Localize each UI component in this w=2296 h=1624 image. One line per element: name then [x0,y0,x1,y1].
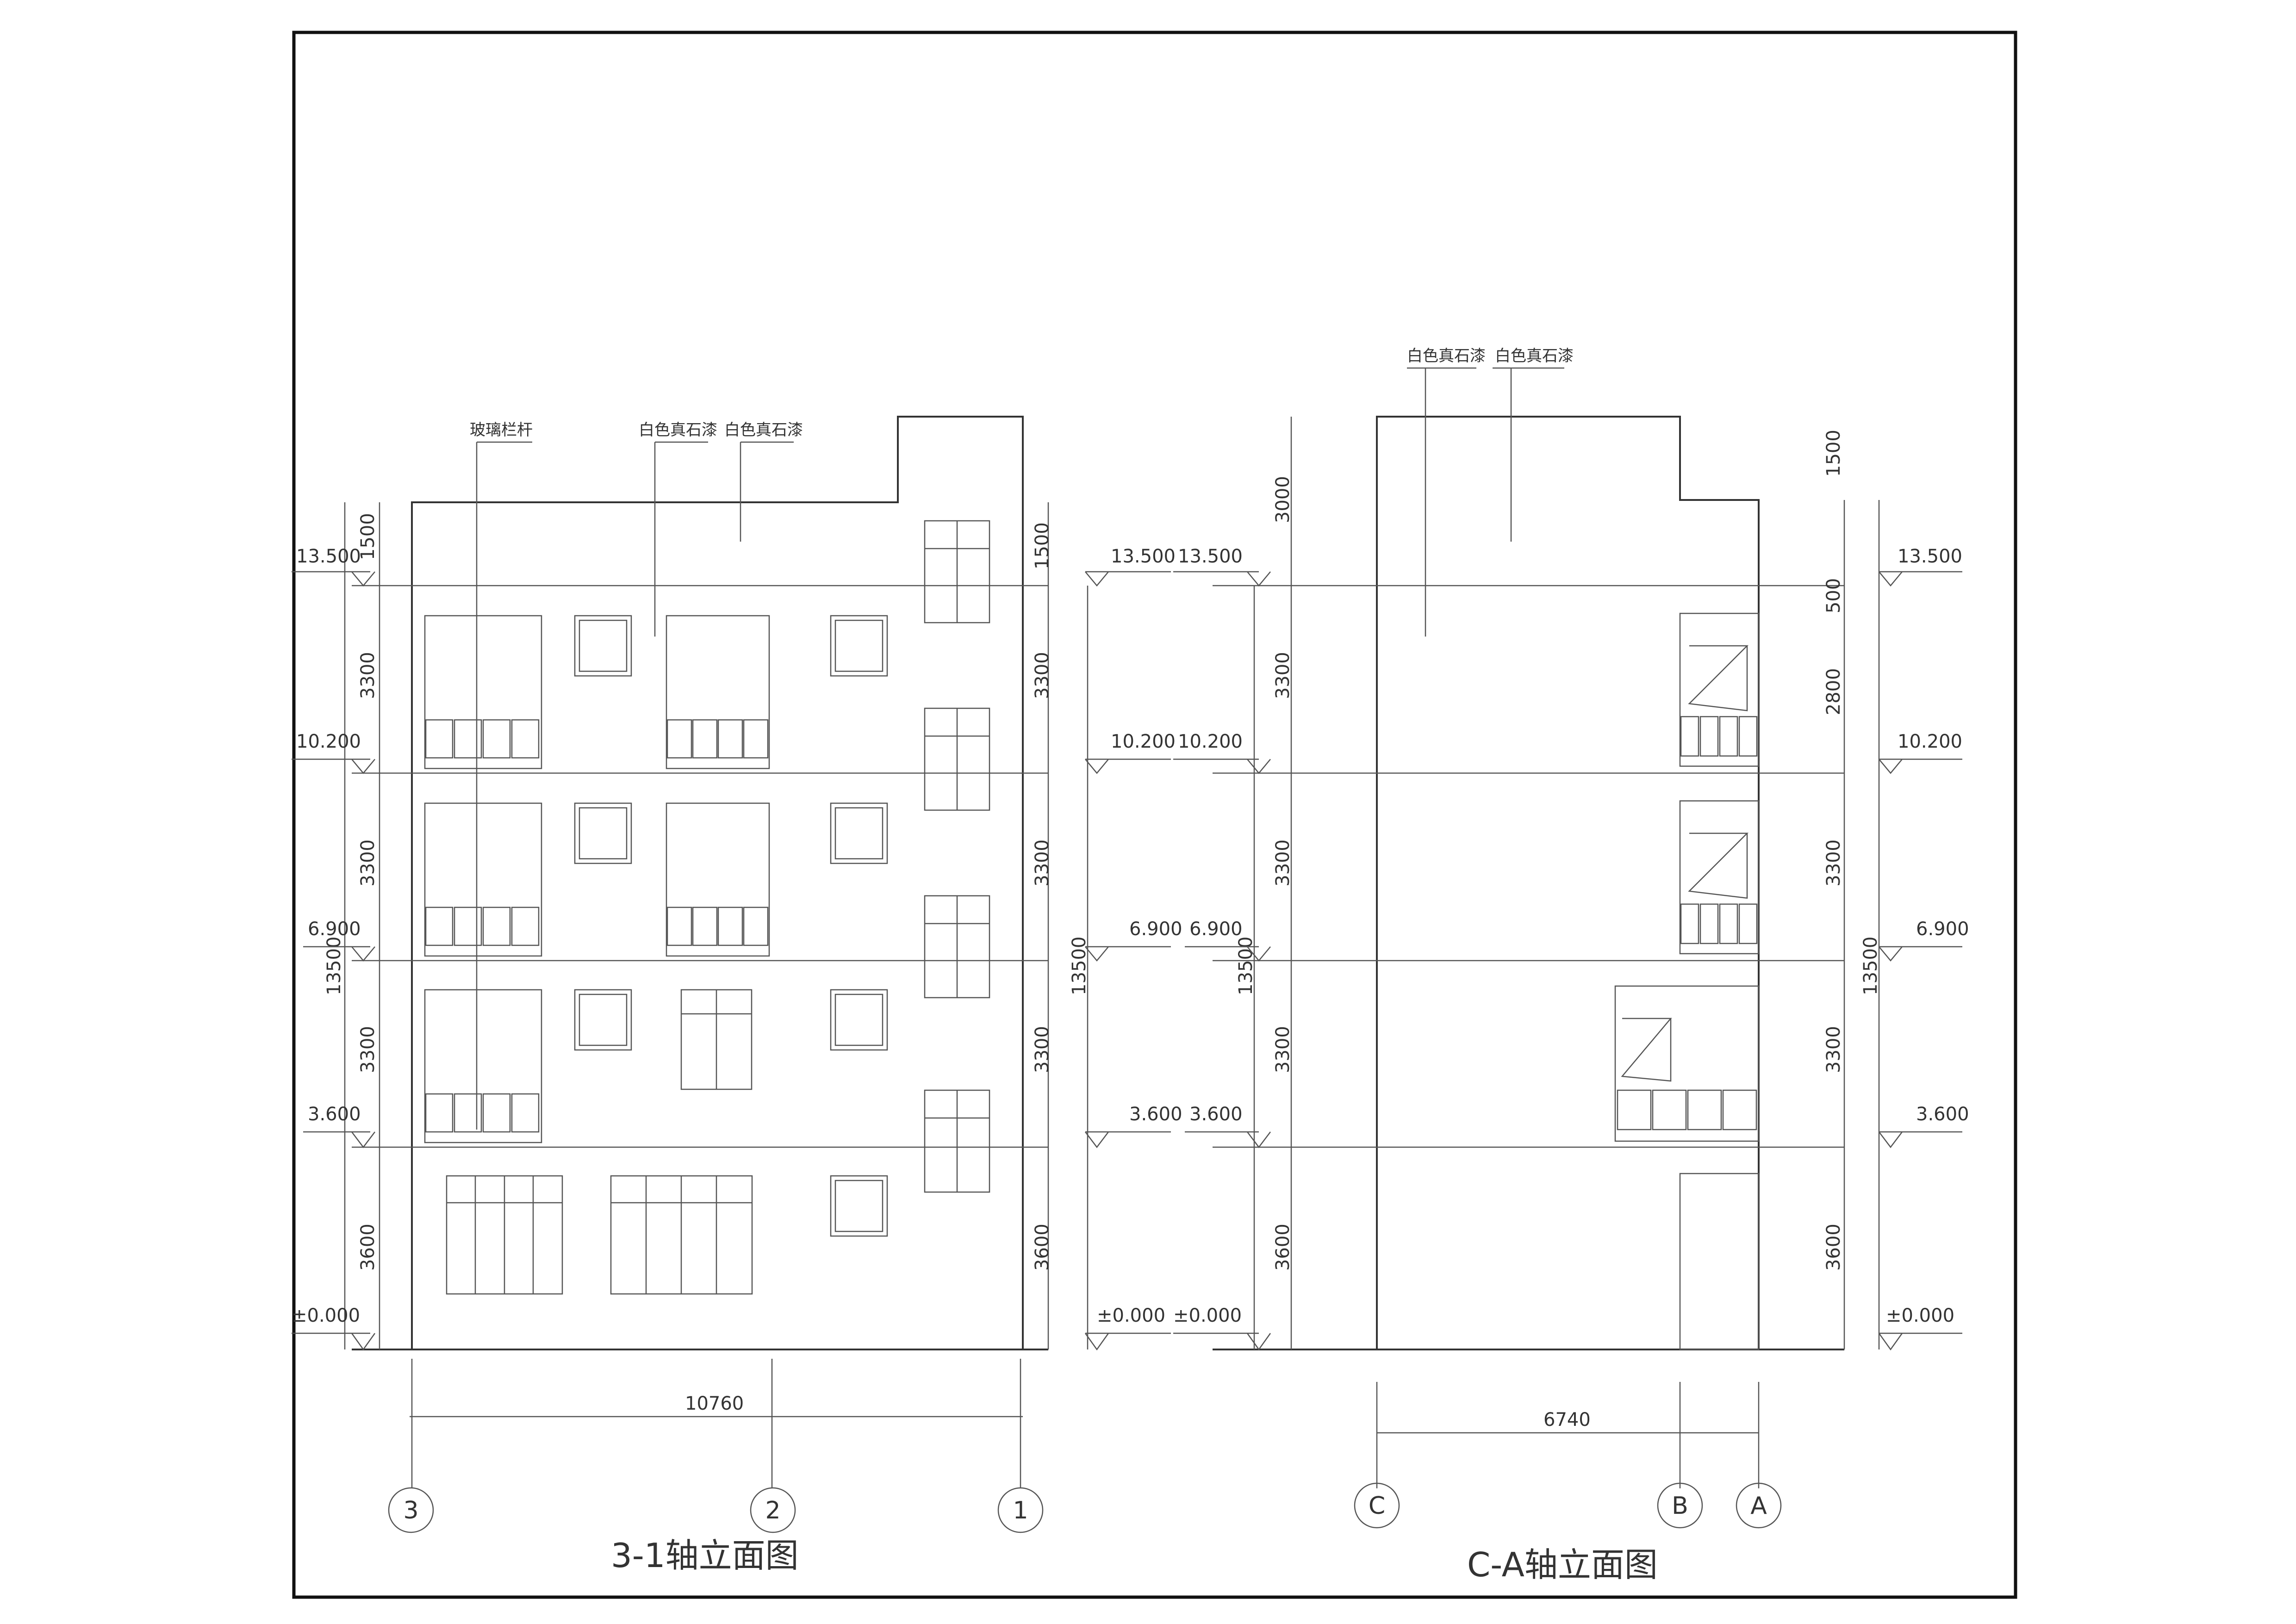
svg-text:±0.000: ±0.000 [1173,1305,1242,1326]
svg-text:3300: 3300 [1272,652,1294,699]
svg-text:10.200: 10.200 [1111,731,1176,752]
svg-text:3300: 3300 [1823,1026,1844,1073]
material-label: 白色真石漆 [639,421,717,439]
svg-text:3300: 3300 [357,1026,379,1073]
balcony-left-column [424,615,542,1143]
svg-text:B: B [1672,1492,1688,1520]
dim-text-right: 1500 500 2800 3300 3300 3600 13500 [1823,430,1881,1271]
level-markers-left: 13.500 10.200 6.900 3.600 ±0.000 [1173,546,1271,1351]
svg-text:3600: 3600 [1272,1224,1294,1271]
svg-text:2800: 2800 [1823,668,1844,715]
svg-text:13.500: 13.500 [1111,546,1176,567]
svg-text:3300: 3300 [1032,1026,1053,1073]
svg-text:1: 1 [1013,1497,1028,1524]
axis-bubble [750,1487,796,1533]
svg-text:13.500: 13.500 [1178,546,1243,567]
level-markers-right: 13.500 10.200 6.900 3.600 ±0.000 [1084,546,1182,1351]
elevation-c-a: 白色真石漆 白色真石漆 3000 3300 3300 3300 3600 135… [1173,347,1969,1584]
svg-text:±0.000: ±0.000 [1097,1305,1165,1326]
svg-text:6.900: 6.900 [308,918,361,940]
level-markers-right: 13.500 10.200 6.900 3.600 ±0.000 [1878,546,1969,1351]
svg-text:13500: 13500 [324,937,345,995]
svg-text:6.900: 6.900 [1129,918,1182,940]
dim-text-right: 1500 3300 3300 3300 3600 13500 [1032,522,1090,1271]
svg-text:3600: 3600 [357,1224,379,1271]
width-dim-text: 10760 [685,1393,744,1414]
svg-text:13500: 13500 [1069,937,1090,995]
material-label: 玻璃栏杆 [470,421,533,439]
balcony-middle-column [666,615,770,957]
balcony-right-column [1614,612,1760,1350]
elevation-title-3-1: 3-1轴立面图 [611,1536,799,1575]
drawing-border [292,31,2017,1599]
svg-text:10.200: 10.200 [1898,731,1962,752]
svg-text:C: C [1369,1492,1385,1520]
building-outline-3-1 [411,416,1024,1349]
svg-text:13.500: 13.500 [1898,546,1962,567]
svg-text:±0.000: ±0.000 [1886,1305,1954,1326]
svg-text:3600: 3600 [1032,1224,1053,1271]
svg-text:10.200: 10.200 [1178,731,1243,752]
material-label: 白色真石漆 [1495,347,1574,365]
svg-text:1500: 1500 [357,513,379,560]
svg-text:3300: 3300 [357,839,379,887]
svg-text:3: 3 [403,1497,418,1524]
svg-text:3.600: 3.600 [308,1104,361,1125]
svg-text:2: 2 [765,1497,780,1524]
material-label: 白色真石漆 [1407,347,1486,365]
axis-bubble [997,1487,1044,1533]
dim-text-left: 3000 3300 3300 3300 3600 13500 [1235,476,1294,1271]
svg-text:3.600: 3.600 [1916,1104,1969,1125]
stair-windows [924,520,990,1193]
svg-text:3300: 3300 [357,652,379,699]
svg-text:3300: 3300 [1272,1026,1294,1073]
svg-text:±0.000: ±0.000 [292,1305,360,1326]
svg-text:3.600: 3.600 [1189,1104,1243,1125]
svg-text:1500: 1500 [1823,430,1844,477]
axis-bubble [388,1487,434,1533]
axis-bubble [1736,1482,1782,1529]
svg-text:13.500: 13.500 [296,546,361,567]
svg-text:3300: 3300 [1823,839,1844,887]
ground-floor-windows [446,1175,753,1295]
level-markers-left: 13.500 10.200 6.900 3.600 ±0.000 [292,546,376,1351]
axis-bubble [1354,1482,1400,1529]
width-dim-text: 6740 [1543,1409,1591,1430]
elevation-title-c-a: C-A轴立面图 [1467,1545,1658,1584]
svg-text:500: 500 [1823,578,1844,613]
svg-text:13500: 13500 [1860,937,1881,995]
material-label: 白色真石漆 [724,421,803,439]
svg-text:3600: 3600 [1823,1224,1844,1271]
svg-text:3300: 3300 [1032,839,1053,887]
svg-text:6.900: 6.900 [1916,918,1969,940]
svg-text:3300: 3300 [1032,652,1053,699]
svg-text:3300: 3300 [1272,839,1294,887]
svg-text:10.200: 10.200 [296,731,361,752]
dim-text-left: 1500 3300 3300 3300 3600 13500 [324,513,379,1271]
svg-text:13500: 13500 [1235,937,1257,995]
svg-text:6.900: 6.900 [1189,918,1243,940]
svg-text:3.600: 3.600 [1129,1104,1182,1125]
building-outline-c-a [1376,416,1760,1349]
svg-text:3000: 3000 [1272,476,1294,523]
square-windows [574,615,888,1237]
glass-railing [425,719,540,1133]
svg-text:A: A [1750,1492,1767,1520]
elevation-3-1: 玻璃栏杆 白色真石漆 白色真石漆 1500 3300 3300 3300 360… [292,416,1182,1575]
axis-bubble [1657,1482,1703,1529]
svg-text:1500: 1500 [1032,522,1053,569]
